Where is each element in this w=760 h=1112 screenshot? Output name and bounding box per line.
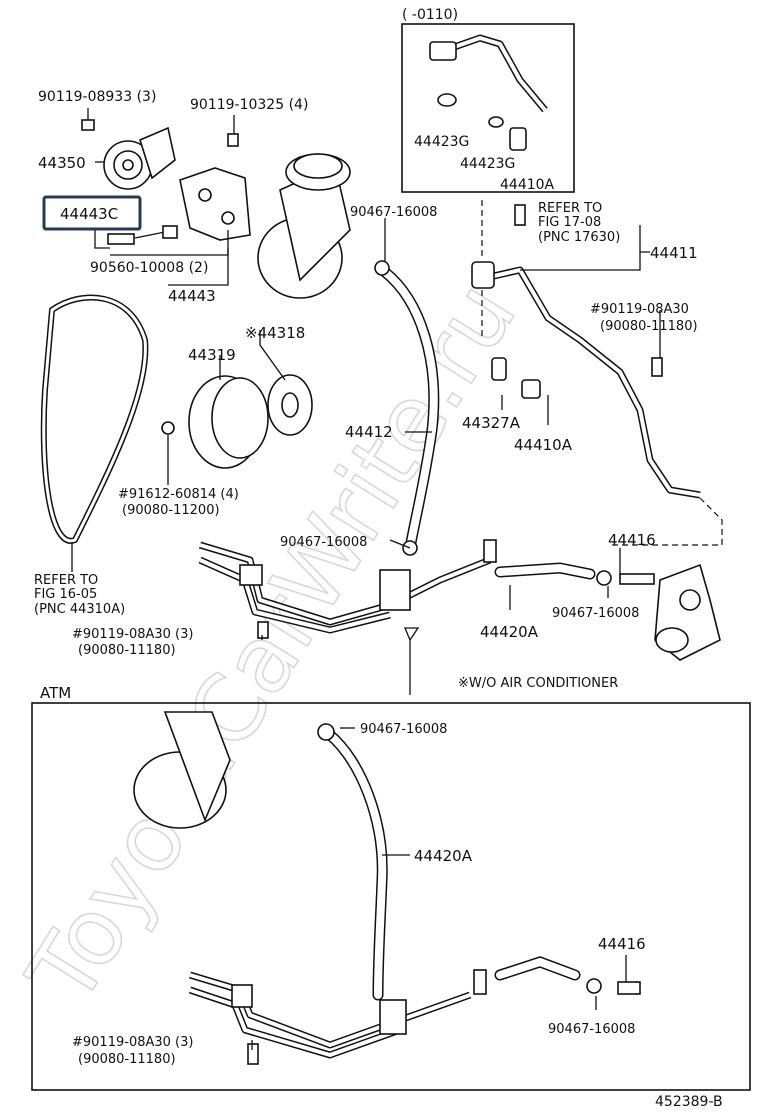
note-wo-air-conditioner: ※W/O AIR CONDITIONER	[458, 676, 618, 691]
label-90119-08A30-c[interactable]: #90119-08A30 (3)	[72, 1035, 193, 1050]
gear-housing-icon	[654, 563, 721, 661]
label-90119-10325[interactable]: 90119-10325 (4)	[190, 97, 308, 113]
label-90467-16008-b[interactable]: 90467-16008	[280, 535, 367, 550]
label-44420A-b[interactable]: 44420A	[414, 847, 473, 865]
label-90560-10008[interactable]: 90560-10008 (2)	[90, 260, 208, 276]
label-44416-b[interactable]: 44416	[598, 935, 646, 953]
refer-17-line1[interactable]: REFER TO	[538, 201, 602, 216]
label-44410A[interactable]: 44410A	[514, 436, 573, 454]
leader-lines	[71, 108, 661, 1050]
return-hose-icon	[374, 260, 440, 556]
atm-label: ATM	[40, 684, 71, 702]
pressure-tube-icon	[471, 204, 701, 499]
label-44412[interactable]: 44412	[345, 423, 393, 441]
label-44423G-b[interactable]: 44423G	[460, 156, 515, 172]
pulley-icon	[161, 374, 313, 469]
arrow-indicator	[404, 627, 420, 695]
label-44423G-a[interactable]: 44423G	[414, 134, 469, 150]
label-90119-08933[interactable]: 90119-08933 (3)	[38, 89, 156, 105]
pump-reservoir-icon	[257, 153, 351, 299]
idler-pulley-icon	[81, 119, 176, 190]
label-90467-16008-d[interactable]: 90467-16008	[360, 722, 447, 737]
inset-range-label: ( -0110)	[402, 7, 458, 23]
label-44420A-a[interactable]: 44420A	[480, 623, 539, 641]
label-90119-08A30-a[interactable]: #90119-08A30	[590, 302, 689, 317]
label-90119-08A30-b[interactable]: #90119-08A30 (3)	[72, 627, 193, 642]
label-91612-60814[interactable]: #91612-60814 (4)	[118, 487, 239, 502]
atm-hose-icon	[317, 723, 388, 1001]
refer-16-line3[interactable]: (PNC 44310A)	[34, 602, 125, 617]
bracket-icon	[107, 133, 251, 245]
label-44410A-inset[interactable]: 44410A	[500, 177, 555, 193]
refer-17-line3[interactable]: (PNC 17630)	[538, 230, 620, 245]
label-44327A[interactable]: 44327A	[462, 414, 521, 432]
drive-belt-icon	[40, 294, 149, 544]
atm-box	[31, 702, 751, 1091]
refer-16-line2[interactable]: FIG 16-05	[34, 587, 97, 602]
atm-reservoir-icon	[133, 711, 231, 829]
highlighted-part-box	[42, 195, 142, 231]
diagram-id: 452389-B	[655, 1094, 723, 1110]
leader-dashed	[612, 497, 723, 546]
inset-fitting-icon	[429, 34, 548, 151]
label-90080-11200[interactable]: (90080-11200)	[122, 503, 220, 518]
label-90467-16008-e[interactable]: 90467-16008	[548, 1022, 635, 1037]
refer-16-line1[interactable]: REFER TO	[34, 573, 98, 588]
label-44350[interactable]: 44350	[38, 154, 86, 172]
label-44318[interactable]: ※44318	[245, 324, 305, 342]
label-44411[interactable]: 44411	[650, 244, 698, 262]
label-44443C[interactable]: 44443C	[60, 205, 118, 223]
refer-17-line2[interactable]: FIG 17-08	[538, 215, 601, 230]
label-90467-16008-a[interactable]: 90467-16008	[350, 205, 437, 220]
label-90467-16008-c[interactable]: 90467-16008	[552, 606, 639, 621]
label-44443[interactable]: 44443	[168, 287, 216, 305]
label-44319[interactable]: 44319	[188, 346, 236, 364]
label-90080-11180-a[interactable]: (90080-11180)	[600, 319, 698, 334]
label-44416-a[interactable]: 44416	[608, 531, 656, 549]
atm-tube-assembly-icon	[188, 956, 641, 1065]
inset-box	[401, 23, 575, 193]
label-90080-11180-c[interactable]: (90080-11180)	[78, 1052, 176, 1067]
tube-assembly-icon	[198, 539, 655, 639]
label-90080-11180-b[interactable]: (90080-11180)	[78, 643, 176, 658]
